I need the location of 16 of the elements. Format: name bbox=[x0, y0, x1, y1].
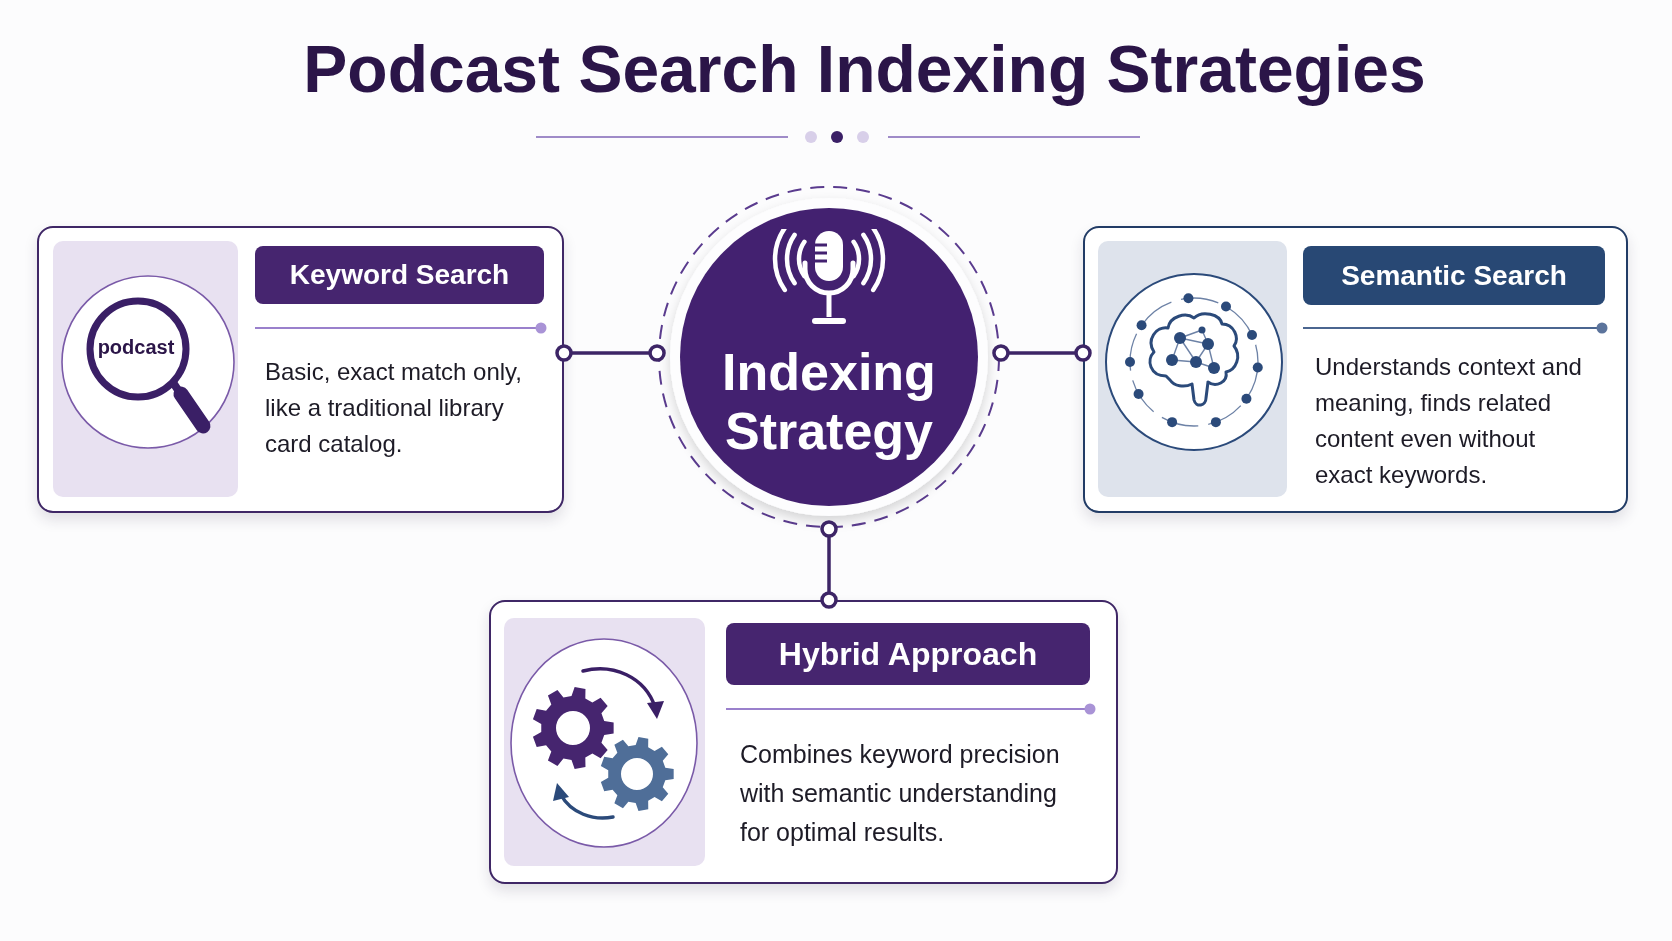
card-heading: Semantic Search bbox=[1303, 246, 1605, 305]
strategy-card bbox=[37, 226, 564, 513]
search-term: podcast bbox=[96, 335, 176, 360]
connector bbox=[820, 520, 838, 609]
card-description: Combines keyword precision with semantic understanding for optimal results. bbox=[740, 739, 1061, 848]
connector bbox=[555, 344, 666, 362]
card-heading: Hybrid Approach bbox=[726, 623, 1090, 685]
hub-circle bbox=[657, 185, 1001, 529]
card-heading: Keyword Search bbox=[255, 246, 544, 304]
card-description: Basic, exact match only, like a traditional library card catalog. bbox=[265, 357, 523, 459]
page-title: Podcast Search Indexing Strategies bbox=[302, 31, 1427, 108]
strategy-card bbox=[489, 600, 1118, 884]
hub-title: Indexing Strategy bbox=[721, 343, 937, 461]
connector bbox=[992, 344, 1092, 362]
card-description: Understands context and meaning, finds related content even without exact keywords. bbox=[1315, 352, 1583, 490]
strategy-card bbox=[1083, 226, 1628, 513]
